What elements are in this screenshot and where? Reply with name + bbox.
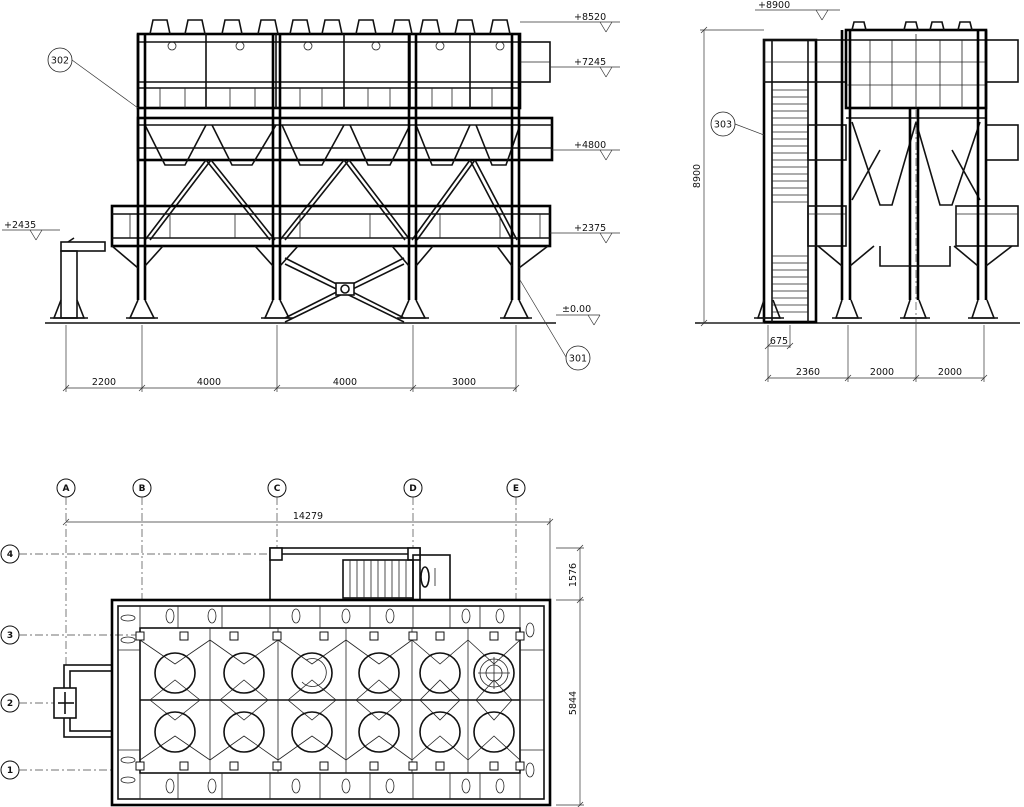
hoppers	[144, 124, 521, 166]
dim-2360: 2360	[796, 367, 820, 378]
dim-4000-b: 4000	[333, 377, 357, 388]
elevation-2435: +2435	[4, 220, 36, 231]
callout-302: 302	[51, 56, 69, 67]
dim-675: 675	[770, 336, 788, 347]
plan-view: A B C D E 4 3 2 1	[0, 478, 584, 807]
axis-b: B	[139, 484, 146, 494]
left-small-platform	[50, 237, 106, 319]
dim-14279: 14279	[293, 511, 323, 522]
side-elevation-view: +8900 8900 675 2360 2000 2000 303	[692, 0, 1020, 382]
elevation-zero: ±0.00	[562, 304, 591, 315]
dim-4000-a: 4000	[197, 377, 221, 388]
plan-column-bases	[135, 631, 525, 771]
dim-8900-height: 8900	[692, 164, 703, 188]
plan-left-bridge	[53, 664, 113, 738]
stair-treads	[772, 89, 808, 313]
dim-1576: 1576	[568, 563, 579, 587]
elevation-4800: +4800	[574, 140, 606, 151]
axis-e: E	[513, 484, 519, 494]
front-elevation-markers: +8520 +7245 +4800 +2375 ±0.00 +2435	[2, 12, 620, 326]
elevation-8900: +8900	[758, 0, 790, 11]
plan-walkway-cells	[118, 606, 544, 799]
axis-3: 3	[7, 631, 13, 641]
plan-column-axes: A B C D E	[56, 478, 526, 665]
callout-303: 303	[714, 120, 732, 131]
dim-2000-b: 2000	[938, 367, 962, 378]
axis-4: 4	[7, 550, 13, 560]
dim-2000-a: 2000	[870, 367, 894, 378]
side-columns	[840, 30, 988, 300]
dim-5844: 5844	[568, 691, 579, 715]
front-braces	[144, 159, 518, 241]
front-callouts: 302 301	[47, 47, 591, 371]
axis-a: A	[63, 484, 70, 494]
axis-2: 2	[7, 699, 13, 709]
axis-1: 1	[7, 766, 13, 776]
axis-d: D	[409, 484, 416, 494]
filter-caps	[149, 19, 511, 35]
plan-walkway-markers	[120, 608, 535, 794]
axis-c: C	[274, 484, 281, 494]
dim-3000: 3000	[452, 377, 476, 388]
front-bottom-dimensions: 2200 4000 4000 3000	[62, 325, 520, 392]
dim-2200: 2200	[92, 377, 116, 388]
elevation-2375: +2375	[574, 223, 606, 234]
plan-main-outline	[110, 598, 552, 807]
front-columns	[111, 34, 549, 319]
plan-filter-cells	[139, 628, 521, 773]
elevation-7245: +7245	[574, 57, 606, 68]
front-x-bracing	[284, 257, 405, 323]
callout-301: 301	[569, 354, 587, 365]
elevation-8520: +8520	[574, 12, 606, 23]
plan-stair-landing	[269, 547, 451, 601]
plan-row-axes: 4 3 2 1	[0, 544, 275, 780]
front-elevation-view: +8520 +7245 +4800 +2375 ±0.00 +2435 302 …	[2, 12, 620, 392]
